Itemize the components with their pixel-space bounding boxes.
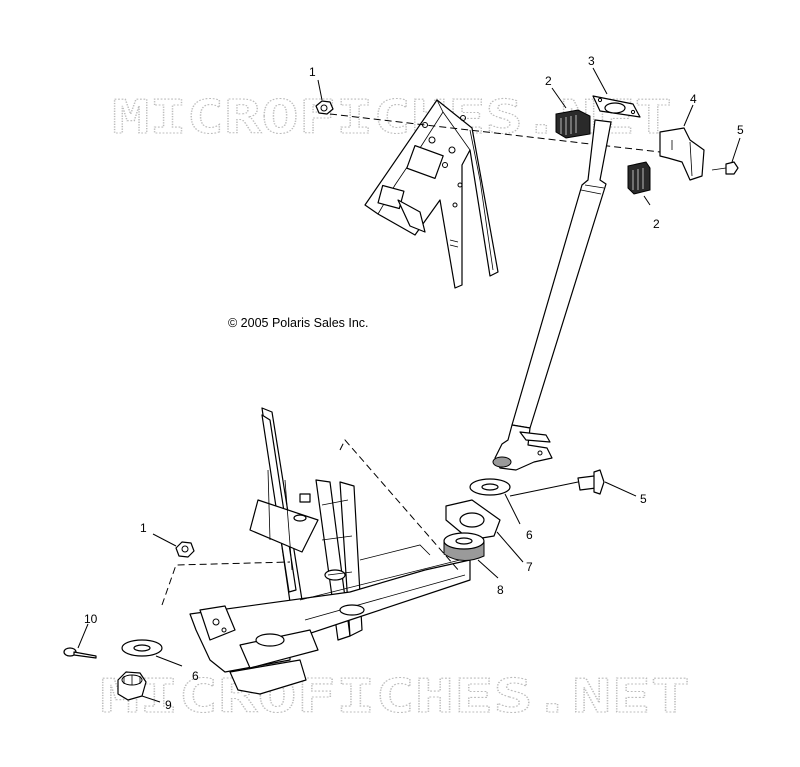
bolt-top-5 [711,161,739,175]
nut-top-1 [315,100,334,115]
bolt-lead-line [509,481,579,497]
callout-9: 9 [165,698,172,712]
callout-5-mid: 5 [640,492,647,506]
nut-bottom-1 [175,541,195,558]
callout-1-bottom: 1 [140,521,147,535]
cotter-pin-10 [63,647,97,659]
callout-1-top: 1 [309,65,316,79]
callout-6-bottom: 6 [192,669,199,683]
callout-8: 8 [497,583,504,597]
washer-6-mid [469,478,511,496]
callout-4: 4 [690,92,697,106]
bushing-half-bottom [627,161,651,195]
lower-frame [189,407,471,695]
bushing-8 [443,532,485,561]
callout-10: 10 [84,612,98,626]
bushing-half-top [555,109,591,139]
callout-2-bottom: 2 [653,217,660,231]
alignment-line-left [161,561,291,606]
callout-7: 7 [526,560,533,574]
callout-6-mid: 6 [526,528,533,542]
callout-3: 3 [588,54,595,68]
steering-column [492,119,612,471]
copyright-text: © 2005 Polaris Sales Inc. [228,316,369,330]
alignment-line-right [339,439,461,573]
bolt-mid-5 [577,469,605,495]
upper-frame-bracket [364,99,499,289]
column-flange-3 [592,95,641,118]
washer-6-bottom [121,639,163,657]
callout-2-top: 2 [545,74,552,88]
bearing-plate-7 [445,499,501,541]
castle-nut-9 [117,671,147,701]
callout-5-top: 5 [737,123,744,137]
column-clamp-4 [659,127,705,181]
watermark-bottom: MICROFICHES.NET [100,669,690,723]
